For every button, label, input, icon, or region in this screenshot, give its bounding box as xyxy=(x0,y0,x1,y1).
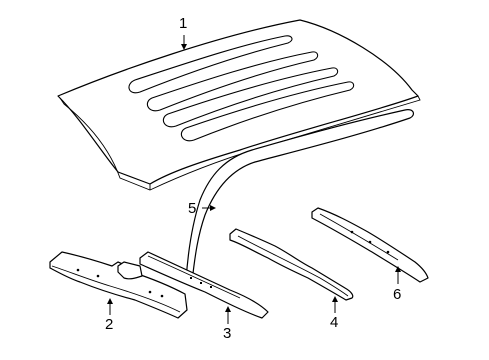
callout-1: 1 xyxy=(179,15,188,32)
callout-3: 3 xyxy=(223,325,232,342)
arrow-3 xyxy=(225,306,231,312)
roof-side-rail xyxy=(185,109,415,283)
front-header-panel xyxy=(49,251,188,319)
callout-4: 4 xyxy=(330,314,339,331)
arrow-6 xyxy=(395,266,401,272)
callout-6: 6 xyxy=(393,286,402,303)
arrow-2 xyxy=(107,298,113,304)
roof-bow-3 xyxy=(139,251,269,319)
arrow-1 xyxy=(181,44,187,50)
arrow-5 xyxy=(210,205,216,211)
roof-panel xyxy=(57,19,421,191)
roof-bow-4 xyxy=(229,228,354,301)
callout-2: 2 xyxy=(105,316,114,333)
roof-bow-6 xyxy=(311,207,429,283)
callout-5: 5 xyxy=(188,200,197,217)
leader-lines xyxy=(107,35,401,324)
arrow-4 xyxy=(332,296,338,302)
